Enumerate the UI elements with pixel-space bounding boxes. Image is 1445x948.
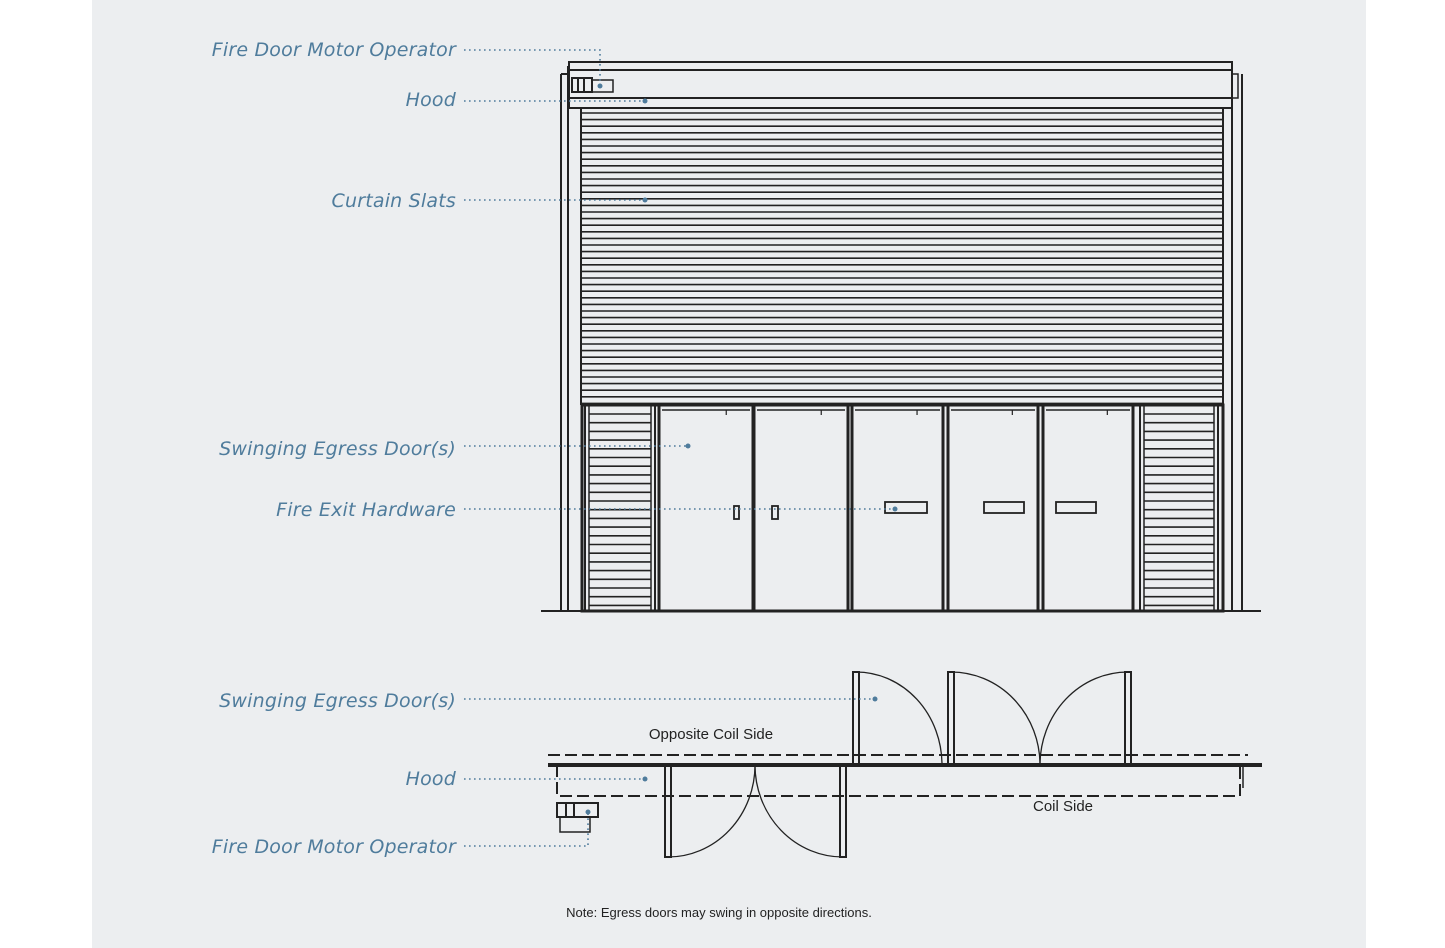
label-motor-operator: Fire Door Motor Operator xyxy=(212,39,457,61)
plan-label-hood: Hood xyxy=(406,768,457,790)
hood xyxy=(561,61,1239,109)
elevation-view xyxy=(541,61,1261,613)
coil-side-label: Coil Side xyxy=(1033,798,1093,815)
opposite-coil-side-label: Opposite Coil Side xyxy=(649,726,773,743)
plan-callouts: Swinging Egress Door(s) Hood Fire Door M… xyxy=(212,690,878,858)
elevation-callouts: Fire Door Motor Operator Hood Curtain Sl… xyxy=(212,39,898,521)
plan-label-motor-operator: Fire Door Motor Operator xyxy=(212,836,457,858)
motor-operator xyxy=(571,77,614,93)
diagram-panel xyxy=(92,0,1366,948)
plan-view: Opposite Coil Side Coil Side xyxy=(548,671,1262,858)
door-frame xyxy=(541,66,1261,612)
label-curtain-slats: Curtain Slats xyxy=(331,190,456,212)
plan-doors-opposite-side xyxy=(852,671,1132,766)
label-fire-exit-hardware: Fire Exit Hardware xyxy=(276,499,456,521)
label-hood: Hood xyxy=(406,89,457,111)
note-text: Note: Egress doors may swing in opposite… xyxy=(566,905,872,920)
curtain-slats xyxy=(580,108,1224,405)
fire-exit-hardware xyxy=(733,501,1097,520)
label-egress-doors: Swinging Egress Door(s) xyxy=(219,438,456,460)
plan-motor-operator xyxy=(556,802,599,833)
plan-doors-coil-side xyxy=(664,764,847,858)
plan-label-egress-doors: Swinging Egress Door(s) xyxy=(219,690,456,712)
egress-door-section xyxy=(580,403,1225,613)
